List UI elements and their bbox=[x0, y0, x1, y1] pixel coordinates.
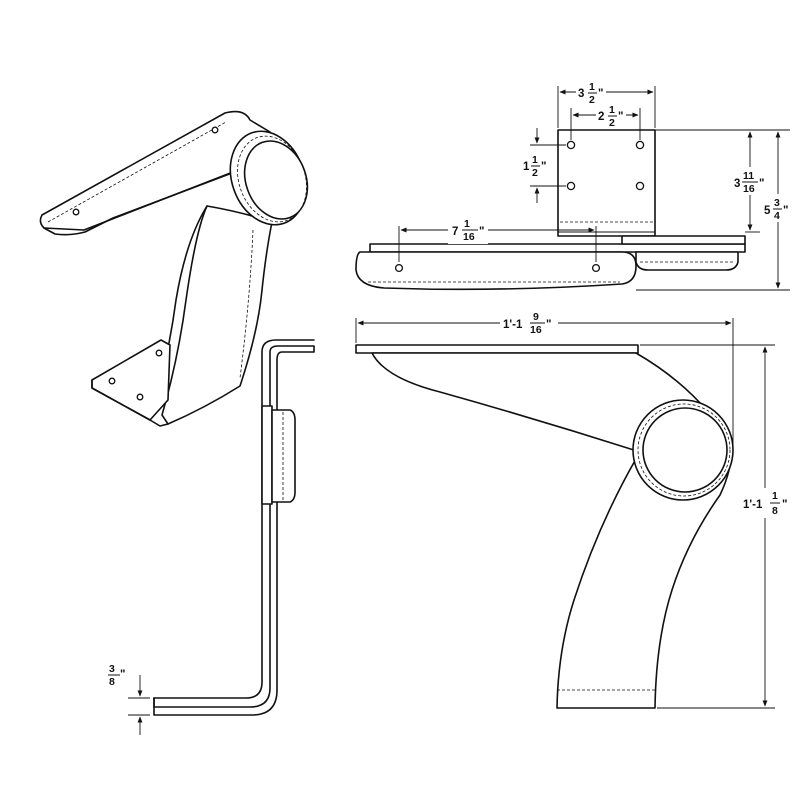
dim-plate-depth-den: 16 bbox=[743, 183, 755, 195]
iso-support-body bbox=[161, 205, 273, 425]
dim-total-height-unit: " bbox=[782, 499, 787, 511]
dim-plate-depth-unit: " bbox=[759, 178, 764, 190]
dim-hole-x-den: 2 bbox=[609, 117, 615, 129]
dim-hole-y-whole: 1 bbox=[523, 161, 530, 173]
iso-hub-cap bbox=[243, 140, 309, 220]
dim-total-height-num: 1 bbox=[772, 490, 778, 502]
dim-hole-y-den: 2 bbox=[532, 167, 538, 179]
dim-pad-hole-num: 1 bbox=[464, 218, 470, 230]
dim-pad-hole-whole: 7 bbox=[452, 226, 458, 238]
dim-total-length-num: 9 bbox=[533, 311, 539, 323]
dim-plate-depth-whole: 3 bbox=[734, 178, 740, 190]
dim-total-depth-den: 4 bbox=[774, 210, 780, 222]
dim-pad-hole-spacing-label: 7 1 16 " bbox=[452, 218, 484, 243]
dim-total-length-den: 16 bbox=[530, 324, 542, 336]
dim-outer-width-whole: 3 bbox=[578, 88, 584, 100]
dim-hole-spacing-x-label: 2 1 2 " bbox=[598, 104, 623, 129]
isometric-view bbox=[39, 110, 309, 427]
dim-plate-depth-label: 3 11 16 " bbox=[734, 170, 764, 195]
dim-total-depth-label: 5 3 4 " bbox=[764, 197, 788, 222]
dim-thickness-num: 3 bbox=[109, 663, 115, 675]
front-hub-flange bbox=[261, 405, 273, 505]
dim-thickness-label: 3 8 " bbox=[108, 663, 125, 688]
side-view: 1'-1 9 16 " 1'-1 1 8 " bbox=[355, 310, 794, 709]
dim-thickness-unit: " bbox=[120, 669, 125, 681]
dim-total-depth-whole: 5 bbox=[764, 205, 771, 217]
dim-hole-spacing-y-label: 1 1 2 " bbox=[523, 154, 546, 179]
side-hub-inner bbox=[642, 407, 728, 493]
dim-pad-hole-unit: " bbox=[479, 226, 484, 238]
dim-hole-y-unit: " bbox=[541, 161, 546, 173]
dim-plate-depth-num: 11 bbox=[743, 170, 754, 182]
side-top-plate bbox=[355, 344, 639, 354]
dim-total-length-label: 1'-1 9 16 " bbox=[503, 311, 551, 336]
dim-hole-x-unit: " bbox=[618, 111, 623, 123]
dim-total-height-whole: 1'-1 bbox=[743, 499, 763, 511]
dim-outer-width-num: 1 bbox=[589, 81, 595, 93]
front-view: 3 8 " bbox=[108, 339, 315, 735]
dim-hole-y-num: 1 bbox=[532, 154, 538, 166]
dim-outer-width-unit: " bbox=[598, 88, 603, 100]
dim-hole-x-num: 1 bbox=[609, 104, 615, 116]
dim-thickness-den: 8 bbox=[109, 676, 115, 688]
dim-hole-x-whole: 2 bbox=[598, 111, 604, 123]
dim-outer-width-den: 2 bbox=[589, 94, 595, 106]
dim-total-height-label: 1'-1 1 8 " bbox=[743, 490, 787, 517]
dim-total-depth-num: 3 bbox=[774, 197, 780, 209]
dim-outer-width-label: 3 1 2 " bbox=[578, 81, 603, 106]
top-view: 3 1 2 " 2 1 2 " 1 1 2 " 3 bbox=[355, 80, 795, 291]
iso-arm-pad bbox=[39, 110, 271, 236]
top-arm-pad bbox=[355, 251, 637, 291]
dim-total-length-whole: 1'-1 bbox=[503, 319, 523, 331]
dim-total-height-den: 8 bbox=[772, 505, 778, 517]
dim-total-depth-unit: " bbox=[783, 205, 788, 217]
top-rail bbox=[369, 243, 746, 253]
dim-pad-hole-den: 16 bbox=[463, 231, 475, 243]
dim-total-length-unit: " bbox=[546, 319, 551, 331]
